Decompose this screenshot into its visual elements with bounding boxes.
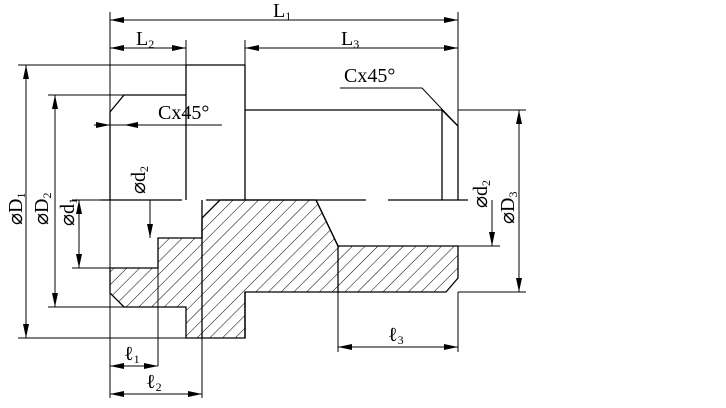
label-L2: L2 [136,28,154,51]
label-chamfer-left: Cx45° [158,102,209,124]
label-d2-left: ⌀d2 [128,166,151,194]
label-l1: ℓ1 [124,343,140,366]
label-L3: L3 [341,28,359,51]
label-d2-right: ⌀d2 [470,180,493,208]
label-d1: ⌀d1 [57,198,80,226]
label-L1: L1 [273,0,291,23]
label-D3: ⌀D3 [497,192,520,224]
label-l2: ℓ2 [146,371,162,394]
dimension-labels: L1 L2 L3 Cx45° Cx45° ⌀D1 ⌀D2 ⌀d1 ⌀d2 ⌀d2… [5,0,520,394]
extension-lines [18,12,526,398]
label-D1: ⌀D1 [5,193,28,225]
part-outline [100,64,468,201]
label-l3: ℓ3 [388,324,404,347]
label-chamfer-right: Cx45° [344,65,395,87]
dimension-lines [23,17,522,397]
label-D2: ⌀D2 [31,193,54,225]
section-hatching [109,199,459,339]
